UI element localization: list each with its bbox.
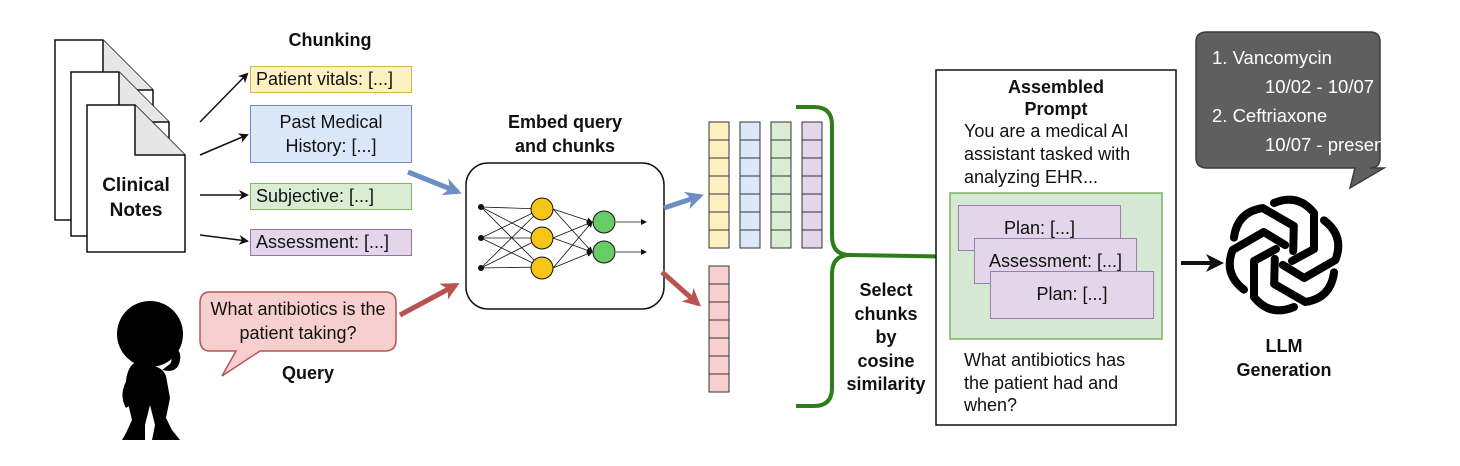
query-label: Query <box>282 363 335 383</box>
query-text: What antibiotics is the patient taking? <box>210 299 386 343</box>
chunk-patient-vitals: Patient vitals: [...] <box>250 66 412 93</box>
chunk-arrow-4 <box>199 234 249 245</box>
output-line-1: 1. Vancomycin <box>1212 47 1332 68</box>
chunk-vector-cell <box>739 139 761 159</box>
output-line-4: 10/07 - present <box>1265 134 1390 155</box>
chunk-vector-cell <box>801 229 823 249</box>
embed-to-query-vector-arrow <box>660 270 701 307</box>
embed-to-chunk-vectors-arrow <box>663 191 704 211</box>
chunk-vector-cell <box>770 157 792 177</box>
prompt-instruction-text: You are a medical AI assistant tasked wi… <box>964 121 1131 187</box>
query-vector-cell <box>708 283 730 303</box>
clinical-notes-documents <box>54 39 186 253</box>
llm-logo-icon <box>1225 195 1343 315</box>
query-vector-cell <box>708 355 730 375</box>
chunk-vector-cell <box>739 121 761 141</box>
query-vector-cell <box>708 337 730 357</box>
chunk-subjective: Subjective: [...] <box>250 183 412 210</box>
chunk-vector-cell <box>770 175 792 195</box>
query-vector-cell <box>708 319 730 339</box>
chunk-assessment: Assessment: [...] <box>250 229 412 256</box>
llm-generation-label: LLM Generation <box>1236 336 1332 380</box>
assembled-prompt-title: Assembled Prompt <box>1007 77 1105 119</box>
query-to-embed-arrow <box>398 282 460 318</box>
context-chunk-plan-2: Plan: [...] <box>990 271 1154 319</box>
embedding-vectors <box>708 121 823 393</box>
embed-title: Embed query and chunks <box>507 112 623 156</box>
chunk-vector-cell <box>739 157 761 177</box>
chunk-vector-cell <box>739 229 761 249</box>
chunk-vector-cell <box>770 139 792 159</box>
query-bubble <box>199 291 397 377</box>
chunk-vector-cell <box>770 121 792 141</box>
chunk-past-medical-history: Past Medical History: [...] <box>250 105 412 163</box>
chunk-vector-cell <box>770 229 792 249</box>
chunk-vector-cell <box>801 139 823 159</box>
chunk-vector-cell <box>708 211 730 231</box>
chunk-vector-cell <box>739 175 761 195</box>
chunk-vector-cell <box>708 121 730 141</box>
prompt-question-text: What antibiotics has the patient had and… <box>964 350 1126 415</box>
chunk-vector-cell <box>801 193 823 213</box>
output-line-3: 2. Ceftriaxone <box>1212 105 1328 126</box>
chunk-vector-cell <box>770 211 792 231</box>
query-vector-cell <box>708 373 730 393</box>
output-text: 1. Vancomycin 10/02 - 10/07 2. Ceftriaxo… <box>1212 43 1389 159</box>
chunk-vector-cell <box>801 157 823 177</box>
chunk-vector-cell <box>739 193 761 213</box>
output-bubble <box>1195 31 1387 190</box>
chunks-to-embed-arrow <box>407 169 462 196</box>
select-chunks-label: Select chunks by cosine similarity <box>846 280 926 394</box>
embedding-model-box <box>465 162 665 310</box>
chunk-vector-cell <box>770 193 792 213</box>
chunk-vector-cell <box>708 229 730 249</box>
chunk-arrow-2 <box>199 133 249 156</box>
output-line-2: 10/02 - 10/07 <box>1265 76 1375 97</box>
query-vector-cell <box>708 301 730 321</box>
chunking-title: Chunking <box>288 30 372 50</box>
chunk-vector-cell <box>801 121 823 141</box>
chunk-vector-cell <box>708 157 730 177</box>
clinical-notes-label: Clinical Notes <box>102 175 170 221</box>
chunk-arrow-1 <box>199 72 249 123</box>
chunk-vector-cell <box>708 193 730 213</box>
query-vector-cell <box>708 265 730 285</box>
chunk-vector-cell <box>801 211 823 231</box>
chunk-vector-cell <box>801 175 823 195</box>
neural-network-icon <box>478 197 647 280</box>
chunk-vector-cell <box>739 211 761 231</box>
chunk-vector-cell <box>708 139 730 159</box>
person-thinking-icon <box>117 301 183 440</box>
chunk-vector-cell <box>708 175 730 195</box>
